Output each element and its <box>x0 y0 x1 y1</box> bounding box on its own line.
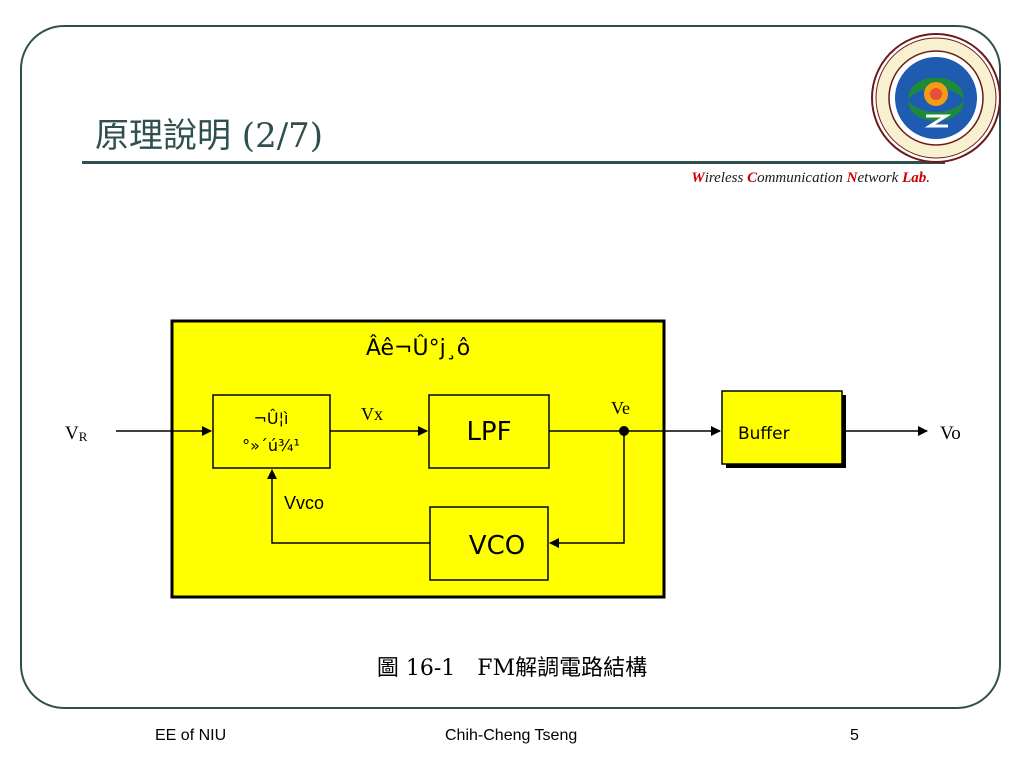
slide-frame <box>20 25 1001 709</box>
lab-name: Wireless Communication Network Lab. <box>691 170 930 186</box>
figure-caption: 圖 16-1 FM解調電路結構 <box>376 656 648 681</box>
vvco-label: Vvco <box>284 493 324 513</box>
buffer-label: Buffer <box>738 424 790 444</box>
page-number: 5 <box>850 727 859 744</box>
vo-label: Vo <box>940 423 961 444</box>
lpf-label: LPF <box>466 417 511 447</box>
vx-label: Vx <box>361 404 383 424</box>
vvco-feedback-line <box>267 469 430 544</box>
vco-feedback-in <box>549 431 625 548</box>
ve-label: Ve <box>611 398 630 418</box>
footer-center: Chih-Cheng Tseng <box>445 727 578 744</box>
slide-title: 原理說明 (2/7) <box>95 116 324 156</box>
pll-label: Âê¬Û°j¸ô <box>366 335 470 361</box>
vco-label: VCO <box>469 531 525 561</box>
vr-label: VR <box>65 423 88 444</box>
buffer-box <box>721 390 843 465</box>
lpf-box <box>428 394 550 469</box>
phase-detector-label-line1: ¬Û¦ì <box>254 409 289 428</box>
vco-box <box>429 506 549 581</box>
title-divider <box>82 161 945 164</box>
footer-left: EE of NIU <box>155 727 227 744</box>
university-seal-icon <box>871 33 1001 163</box>
phase-detector-label-line2: °»´ú¾¹ <box>242 436 300 455</box>
phase-detector-box <box>212 394 331 469</box>
